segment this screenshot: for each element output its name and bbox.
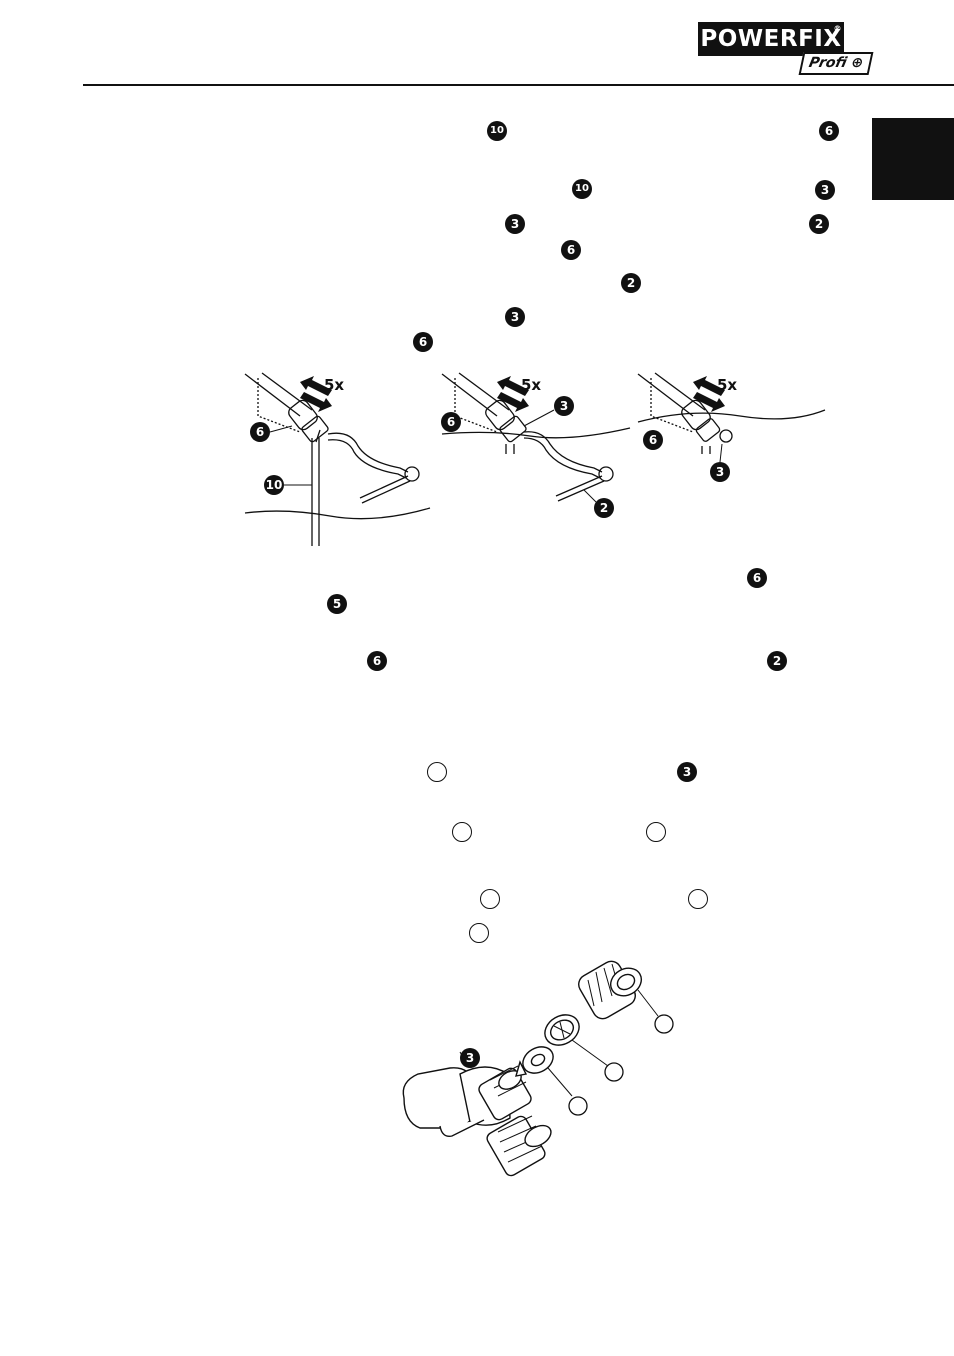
marker-2: 2 [767, 651, 787, 671]
marker-2: 2 [809, 214, 829, 234]
marker-3: 3 [505, 307, 525, 327]
label-3: 3 [716, 465, 724, 479]
brand-name: POWERFIX [700, 26, 842, 52]
label-3: 3 [560, 399, 568, 413]
language-tab [872, 118, 954, 200]
reference-circle [654, 1014, 674, 1034]
figure-cleaning-steps: 5x 6 10 5x 6 3 2 5x 6 [244, 372, 826, 546]
repeat-label: 5x [324, 376, 344, 394]
marker-6: 6 [561, 240, 581, 260]
marker-5: 5 [327, 594, 347, 614]
brand-sub-logo: Profi ⊕ [798, 52, 874, 75]
registered-mark: ® [833, 24, 842, 33]
arrow-down-icon [300, 392, 332, 412]
arrow-up-icon [300, 376, 332, 396]
label-6: 6 [649, 433, 657, 447]
label-10: 10 [266, 478, 283, 492]
marker-6: 6 [367, 651, 387, 671]
reference-circle [646, 822, 666, 842]
marker-6: 6 [819, 121, 839, 141]
marker-3: 3 [815, 180, 835, 200]
header-rule [83, 84, 954, 86]
reference-circle [427, 762, 447, 782]
marker-10: 10 [572, 179, 592, 199]
panel-a [244, 372, 431, 546]
marker-2: 2 [621, 273, 641, 293]
reference-circle [480, 889, 500, 909]
panel-c [637, 372, 826, 454]
figure-connector-exploded: 3 [402, 960, 674, 1177]
marker-3: 3 [505, 214, 525, 234]
marker-10: 10 [487, 121, 507, 141]
reference-circle [469, 923, 489, 943]
reference-circle [604, 1062, 624, 1082]
repeat-label: 5x [521, 376, 541, 394]
reference-circle [688, 889, 708, 909]
brand-logo: POWERFIX® [698, 22, 844, 56]
label-3: 3 [466, 1051, 474, 1065]
brand-sub: Profi [807, 55, 849, 71]
label-6: 6 [256, 425, 264, 439]
marker-3: 3 [677, 762, 697, 782]
repeat-label: 5x [717, 376, 737, 394]
panel-b [441, 372, 631, 502]
reference-circle [568, 1096, 588, 1116]
reference-circle [452, 822, 472, 842]
marker-6: 6 [747, 568, 767, 588]
marker-6: 6 [413, 332, 433, 352]
label-2: 2 [600, 501, 608, 515]
label-6: 6 [447, 415, 455, 429]
